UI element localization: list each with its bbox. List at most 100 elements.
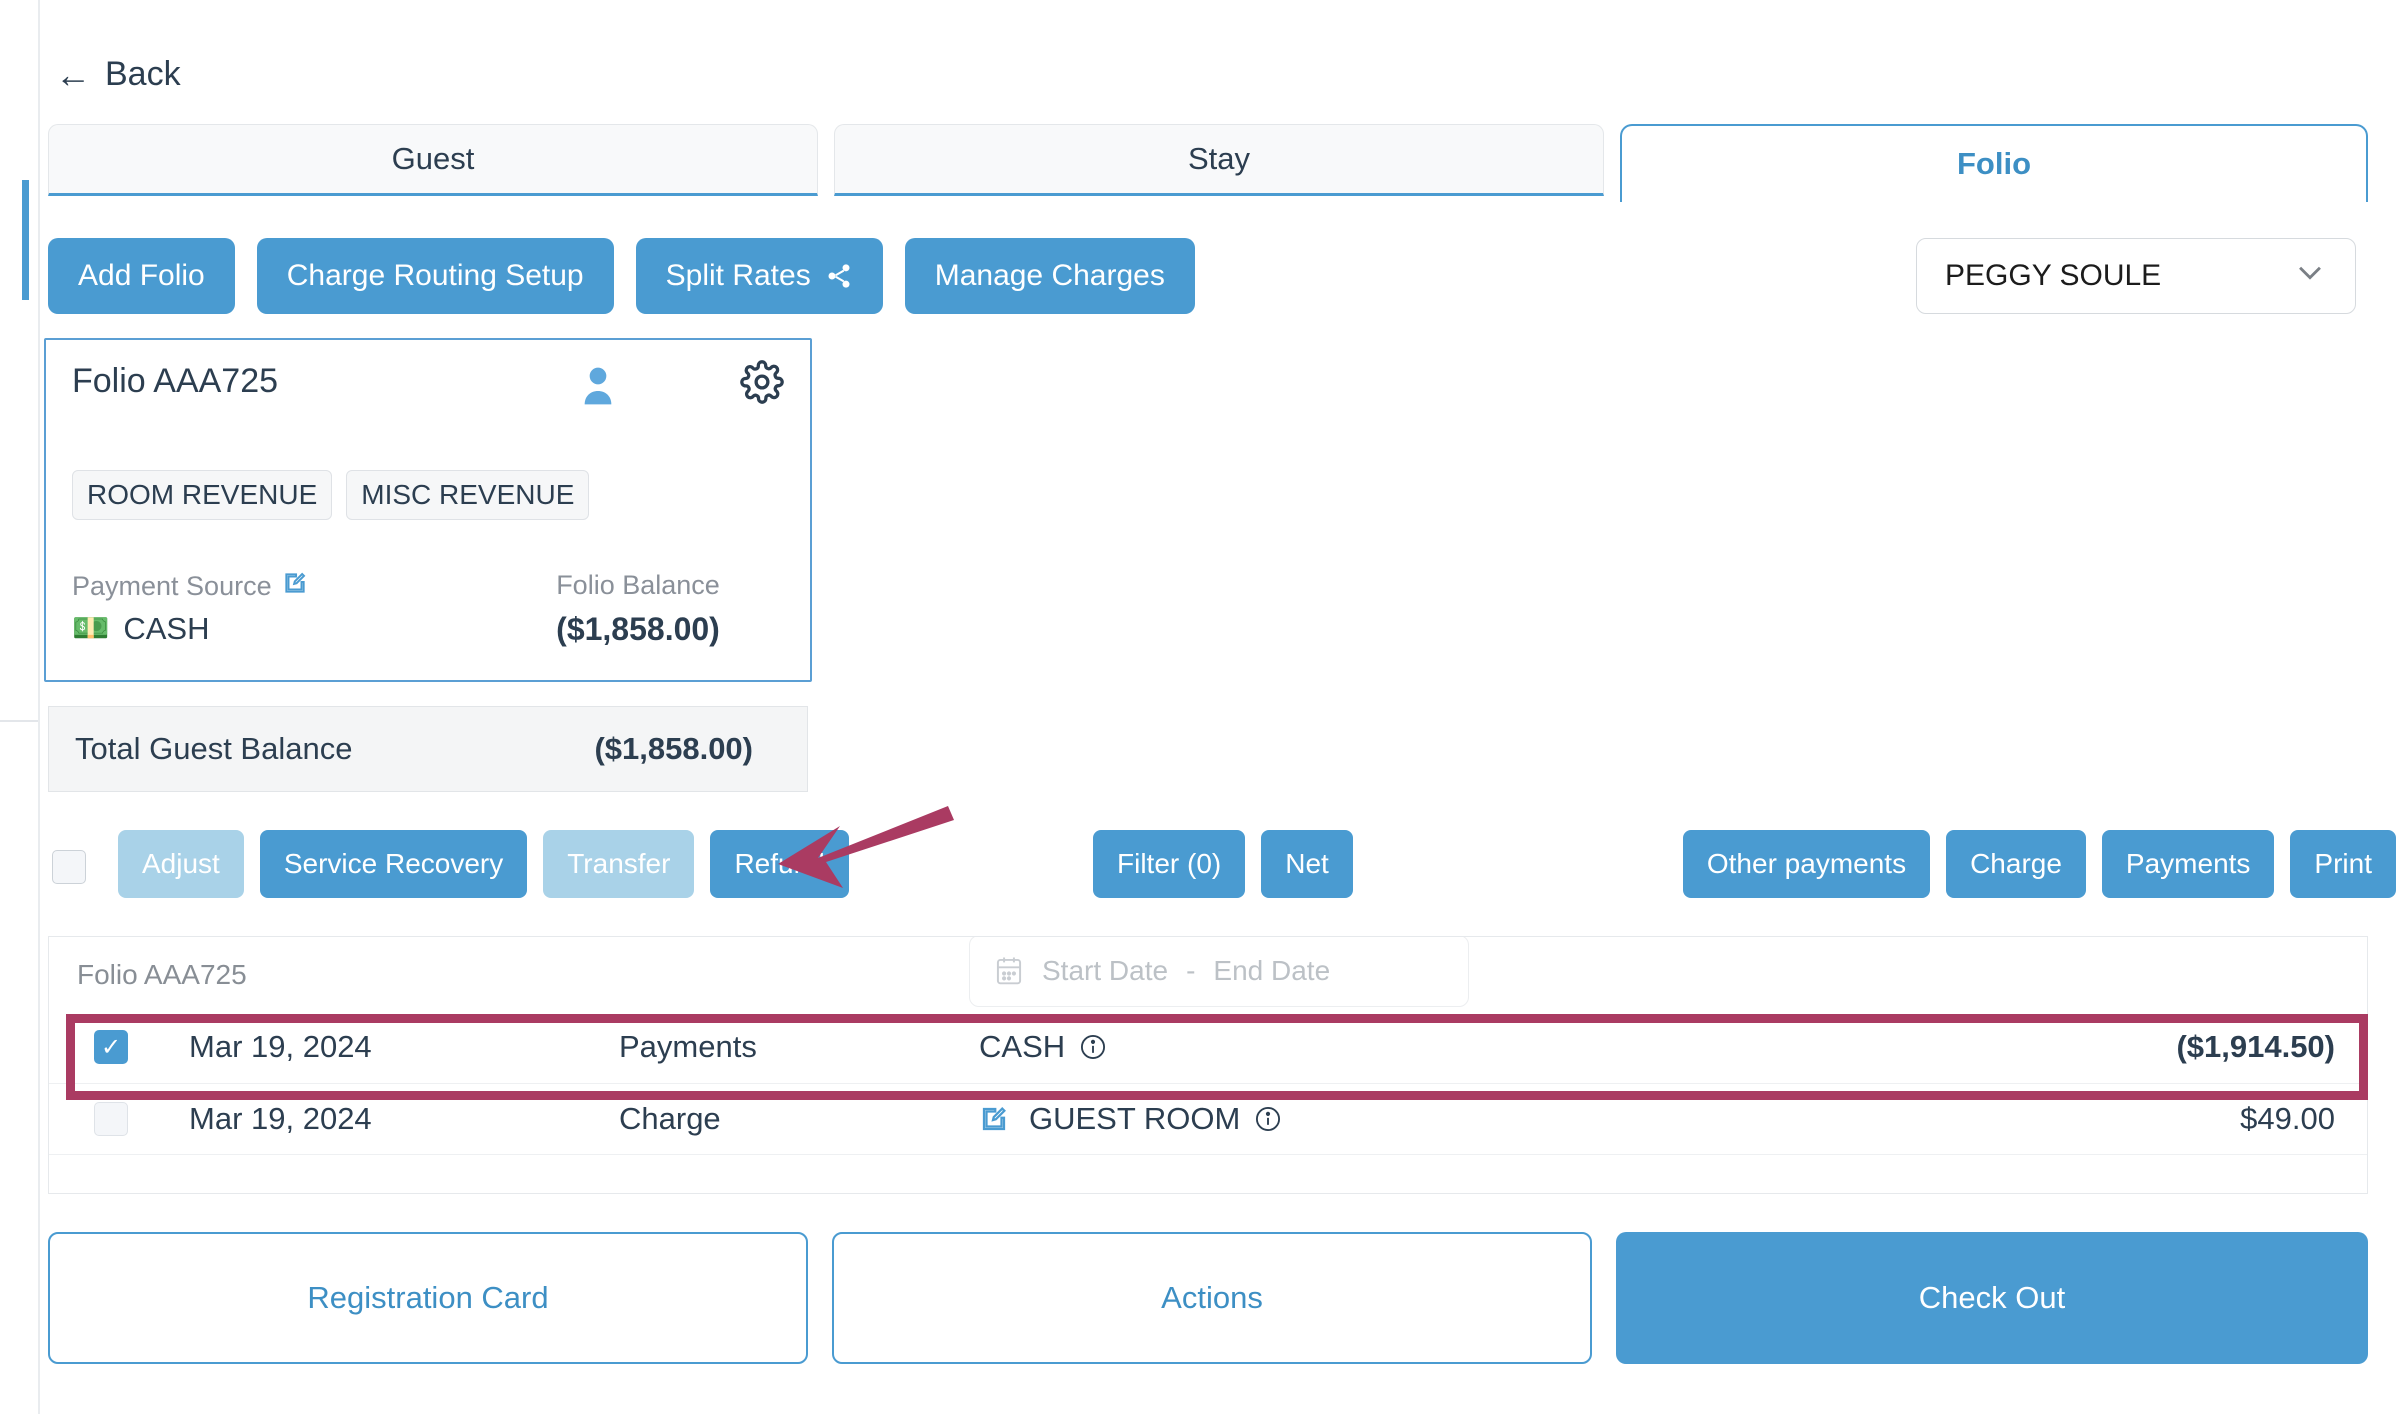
guest-select-value: PEGGY SOULE [1945,259,2162,292]
check-out-label: Check Out [1918,1280,2066,1315]
folio-card-title: Folio AAA725 [72,362,279,400]
charge-button[interactable]: Charge [1946,830,2086,898]
start-date-input[interactable]: Start Date [1042,955,1169,986]
tab-folio[interactable]: Folio [1620,124,2368,202]
transactions-table: Folio AAA725 Start Date - End Date ✓ [48,936,2368,1194]
add-folio-label: Add Folio [78,259,205,292]
chip-misc-revenue-label: MISC REVENUE [361,479,575,510]
filter-button[interactable]: Filter (0) [1093,830,1246,898]
folio-card: Folio AAA725 ROOM REVENUE MISC REVENUE [44,338,812,682]
transactions-table-header: Folio AAA725 Start Date - End Date [49,937,2367,1011]
net-label: Net [1285,848,1329,879]
payments-button[interactable]: Payments [2101,830,2275,898]
total-guest-balance-value: ($1,858.00) [594,731,753,766]
print-label: Print [2314,848,2372,879]
folio-revenue-chips: ROOM REVENUE MISC REVENUE [72,470,784,520]
registration-card-button[interactable]: Registration Card [48,1232,808,1364]
row-source: GUEST ROOM [979,1101,1282,1137]
chip-room-revenue[interactable]: ROOM REVENUE [72,470,333,520]
transactions-toolbar: Adjust Service Recovery Transfer Refund … [48,830,2396,912]
guest-select[interactable]: PEGGY SOULE [1916,238,2356,314]
row-source-label: GUEST ROOM [1029,1101,1241,1136]
split-rates-button[interactable]: Split Rates [635,238,883,314]
transaction-right-buttons: Other payments Charge Payments Print [1682,830,2396,898]
tab-stay-label: Stay [1187,141,1251,176]
service-recovery-label: Service Recovery [283,848,504,879]
folio-card-footer: Payment Source 💵 CASH Folio Balance ($1,… [72,570,784,648]
payment-source-block: Payment Source 💵 CASH [72,570,492,648]
refund-button[interactable]: Refund [710,830,849,898]
row-checkbox[interactable] [94,1102,128,1136]
transaction-middle-buttons: Filter (0) Net [1093,830,1353,898]
arrow-left-icon: ← [55,53,91,95]
row-checkbox[interactable]: ✓ [94,1030,128,1064]
add-folio-button[interactable]: Add Folio [48,238,235,314]
adjust-button[interactable]: Adjust [118,830,244,898]
payments-label: Payments [2125,848,2251,879]
other-payments-button[interactable]: Other payments [1682,830,1931,898]
folio-balance-value: ($1,858.00) [556,611,720,647]
tab-stay[interactable]: Stay [834,124,1604,196]
check-out-button[interactable]: Check Out [1616,1232,2368,1364]
transaction-left-buttons: Adjust Service Recovery Transfer Refund [118,830,849,898]
net-button[interactable]: Net [1261,830,1353,898]
tab-bar: Guest Stay Folio [48,124,2368,202]
total-guest-balance: Total Guest Balance ($1,858.00) [48,706,808,792]
edit-square-icon[interactable] [979,1104,1009,1134]
charge-routing-setup-button[interactable]: Charge Routing Setup [256,238,614,314]
tab-guest[interactable]: Guest [48,124,818,196]
edit-square-icon[interactable] [282,570,308,603]
money-banknote-icon: 💵 [72,612,110,645]
transfer-button[interactable]: Transfer [543,830,695,898]
folio-balance-label: Folio Balance [556,570,720,600]
back-button[interactable]: ← Back [55,55,181,94]
end-date-input[interactable]: End Date [1213,955,1331,986]
row-date: Mar 19, 2024 [189,1029,372,1064]
row-amount: ($1,914.50) [2176,1029,2335,1064]
gear-icon[interactable] [740,360,784,409]
total-guest-balance-label: Total Guest Balance [75,731,353,766]
row-date: Mar 19, 2024 [189,1101,372,1136]
folio-card-header: Folio AAA725 [72,360,784,428]
info-circle-icon[interactable] [1254,1105,1282,1133]
filter-label: Filter (0) [1117,848,1222,879]
tab-folio-label: Folio [1956,146,2032,181]
manage-charges-button[interactable]: Manage Charges [904,238,1195,314]
share-icon [825,262,853,290]
left-accent-bar [22,180,29,300]
left-horizontal-rule [0,720,38,722]
refund-label: Refund [734,848,825,879]
service-recovery-button[interactable]: Service Recovery [259,830,528,898]
row-source: CASH [979,1029,1107,1065]
folio-actions-row: Add Folio Charge Routing Setup Split Rat… [48,238,1195,314]
tab-guest-label: Guest [391,141,475,176]
other-payments-label: Other payments [1706,848,1907,879]
row-amount: $49.00 [2240,1101,2335,1136]
actions-label: Actions [1161,1280,1263,1315]
chevron-down-icon [2293,255,2327,297]
chip-room-revenue-label: ROOM REVENUE [87,479,318,510]
table-row[interactable]: Mar 19, 2024 Charge GUEST ROOM $49.00 [49,1083,2367,1155]
adjust-label: Adjust [142,848,220,879]
left-gutter-divider [38,0,40,1414]
payment-source-label-row: Payment Source [72,570,492,603]
print-button[interactable]: Print [2290,830,2396,898]
chip-misc-revenue[interactable]: MISC REVENUE [346,470,590,520]
calendar-icon [994,955,1024,987]
transfer-label: Transfer [567,848,671,879]
split-rates-label: Split Rates [665,259,811,292]
actions-button[interactable]: Actions [832,1232,1592,1364]
row-source-label: CASH [979,1029,1066,1064]
row-type: Payments [619,1029,757,1064]
table-row[interactable]: ✓ Mar 19, 2024 Payments CASH ($1,914.50) [49,1011,2367,1083]
row-type: Charge [619,1101,721,1136]
folio-balance-block: Folio Balance ($1,858.00) [492,570,784,648]
manage-charges-label: Manage Charges [934,259,1165,292]
select-all-checkbox[interactable] [52,850,86,884]
payment-source-label: Payment Source [72,571,272,601]
date-range-filter[interactable]: Start Date - End Date [969,937,1469,1007]
bottom-action-bar: Registration Card Actions Check Out [48,1232,2368,1364]
payment-source-value-row: 💵 CASH [72,611,492,647]
info-circle-icon[interactable] [1079,1033,1107,1061]
